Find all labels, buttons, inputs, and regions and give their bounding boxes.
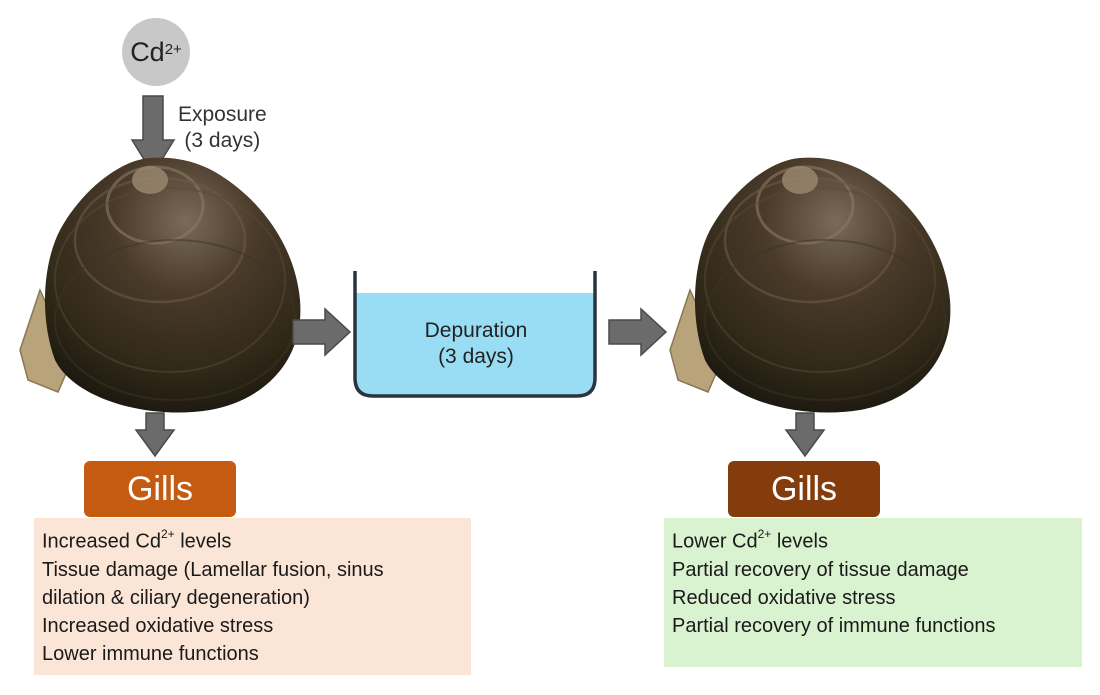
finding-sup: 2+ bbox=[757, 527, 772, 541]
finding-text: levels bbox=[174, 530, 232, 553]
tank-icon bbox=[353, 271, 597, 398]
finding-item: Reduced oxidative stress bbox=[672, 586, 896, 609]
arrow-right-icon bbox=[292, 307, 352, 357]
depuration-line1: Depuration bbox=[424, 319, 528, 342]
gills-box-left: Gills bbox=[84, 461, 236, 517]
findings-box-left: Increased Cd2+ levels Tissue damage (Lam… bbox=[34, 518, 471, 675]
arrow-down-icon bbox=[130, 95, 176, 176]
depuration-line2: (3 days) bbox=[438, 345, 514, 368]
finding-item: Partial recovery of immune functions bbox=[672, 614, 996, 637]
exposure-label: Exposure (3 days) bbox=[178, 102, 267, 154]
finding-item: dilation & ciliary degeneration) bbox=[42, 586, 310, 609]
finding-item: Lower Cd2+ levels bbox=[672, 522, 1074, 556]
findings-box-right: Lower Cd2+ levels Partial recovery of ti… bbox=[664, 518, 1082, 667]
finding-item: Lower immune functions bbox=[42, 642, 259, 665]
gills-box-right: Gills bbox=[728, 461, 880, 517]
finding-text: Increased Cd bbox=[42, 530, 161, 553]
finding-text: Lower Cd bbox=[672, 530, 758, 553]
clam-icon bbox=[669, 157, 951, 413]
cd-label-base: Cd bbox=[130, 36, 165, 67]
exposure-line1: Exposure bbox=[178, 103, 267, 126]
finding-item: Increased Cd2+ levels bbox=[42, 522, 463, 556]
finding-item: Tissue damage (Lamellar fusion, sinus bbox=[42, 558, 384, 581]
clam-icon bbox=[19, 157, 301, 413]
cd-label-sup: 2+ bbox=[164, 40, 182, 58]
finding-item: Increased oxidative stress bbox=[42, 614, 274, 637]
arrow-down-icon bbox=[784, 412, 826, 458]
gills-right-label: Gills bbox=[770, 469, 838, 508]
arrow-down-icon bbox=[134, 412, 176, 458]
finding-text: levels bbox=[771, 530, 828, 553]
exposure-line2: (3 days) bbox=[184, 129, 261, 152]
arrow-right-icon bbox=[608, 307, 668, 357]
finding-sup: 2+ bbox=[160, 527, 175, 541]
depuration-label: Depuration (3 days) bbox=[360, 318, 592, 370]
gills-left-label: Gills bbox=[126, 469, 194, 508]
finding-item: Partial recovery of tissue damage bbox=[672, 558, 969, 581]
